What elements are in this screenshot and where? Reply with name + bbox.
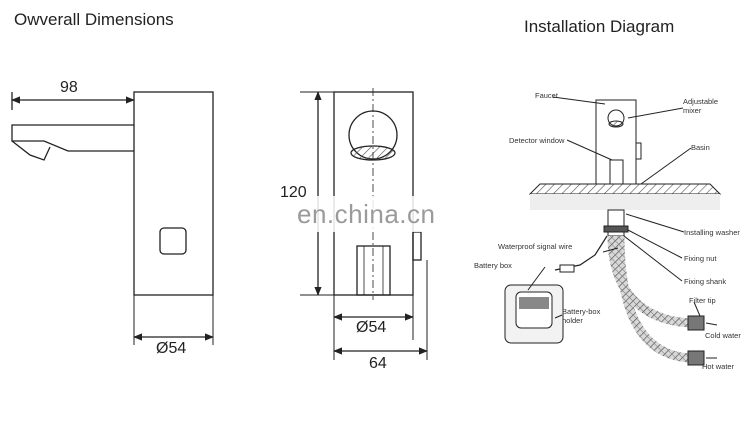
front-view: [300, 88, 428, 360]
install-basin: [528, 183, 722, 195]
label-battery-box: Battery box: [474, 261, 512, 270]
label-faucet: Faucet: [535, 91, 558, 100]
installation-diagram-title: Installation Diagram: [524, 17, 675, 36]
label-fixing-shank: Fixing shank: [684, 277, 727, 286]
label-installing-washer: Installing washer: [684, 228, 740, 237]
label-fixing-nut: Fixing nut: [684, 254, 717, 263]
cold-water-fitting: [687, 315, 705, 331]
label-filter-tip: Filter tip: [689, 296, 716, 305]
label-detector-window: Detector window: [509, 136, 565, 145]
label-adjustable-mixer: Adjustable mixer: [683, 97, 719, 115]
install-faucet-body: [595, 99, 637, 185]
signal-wire-connector: [559, 264, 575, 273]
install-fixing-nut: [603, 225, 629, 233]
front-view-detector-window: [356, 245, 391, 296]
installation-diagram: [504, 96, 722, 366]
side-view-spout: [11, 124, 134, 152]
cold-water-hose: [607, 235, 691, 328]
label-hot-water: Hot water: [702, 362, 735, 371]
install-adjustable-mixer: [635, 142, 642, 160]
label-cold-water: Cold water: [705, 331, 741, 340]
side-view-sensor: [159, 227, 187, 255]
dim-label-64: 64: [369, 355, 387, 372]
dim-label-120: 120: [280, 184, 307, 201]
front-view-lever: [412, 231, 422, 261]
dim-label-98: 98: [60, 79, 78, 96]
side-view-body: [133, 91, 214, 296]
side-view-spout-tip: [11, 140, 51, 161]
label-battery-box-holder: Battery-box holder: [562, 307, 601, 325]
label-basin: Basin: [691, 143, 710, 152]
overall-dimensions-title: Owverall Dimensions: [14, 10, 174, 29]
side-view: [11, 91, 214, 345]
dim-label-54-front: Ø54: [356, 319, 387, 336]
label-waterproof-signal-wire: Waterproof signal wire: [498, 242, 573, 251]
front-view-body: [333, 91, 414, 296]
hot-water-hose: [615, 235, 691, 363]
dim-label-54-side: Ø54: [156, 340, 187, 357]
hot-water-fitting: [687, 350, 705, 366]
watermark: en.china.cn: [297, 199, 436, 229]
